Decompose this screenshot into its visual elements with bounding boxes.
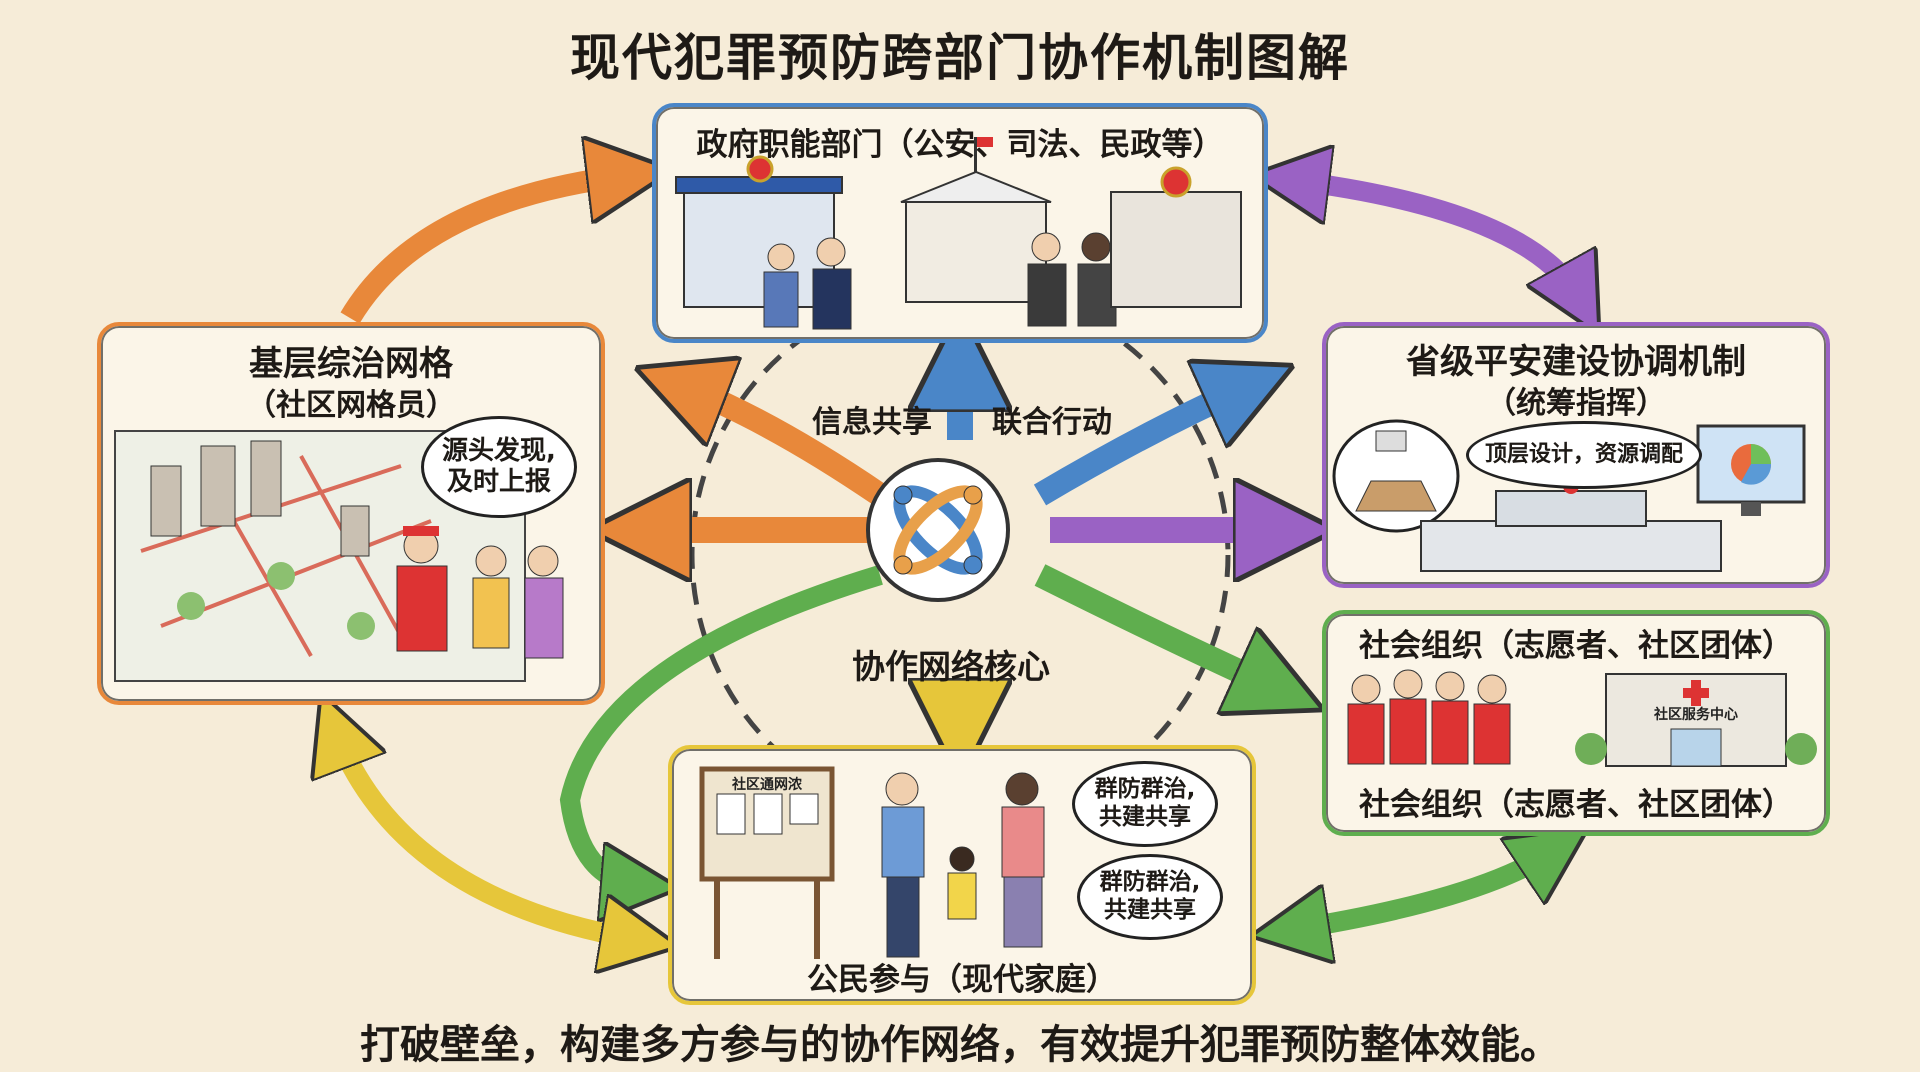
social-org-caption: 社会组织（志愿者、社区团体） xyxy=(1359,787,1793,823)
grid-worker-icon xyxy=(396,526,448,652)
bubble-line: 源头发现, xyxy=(442,435,556,466)
citizen-participation-panel: 社区通网浓 群防群治,共建共享 群防群治,共建共享 公民参与（现代家庭） xyxy=(668,745,1256,1005)
civil-officials-icon xyxy=(1027,232,1117,327)
social-org-title: 社会组织（志愿者、社区团体） xyxy=(1359,628,1793,664)
arrow-core-to-social-org xyxy=(1034,564,1280,690)
core-label: 协作网络核心 xyxy=(852,647,1050,686)
government-title: 政府职能部门（公安、司法、民政等） xyxy=(696,127,1224,163)
provincial-speech-bubble: 顶层设计，资源调配 xyxy=(1466,421,1702,489)
bubble-line: 群防群治, xyxy=(1094,776,1196,803)
government-building-icon xyxy=(1110,166,1242,308)
provincial-subtitle: （统筹指挥） xyxy=(1486,386,1666,421)
network-knot-icon xyxy=(893,485,983,575)
grassroots-grid-panel: 基层综治网格 （社区网格员） 源头发现,及时上报 xyxy=(97,322,605,705)
government-hall-icon xyxy=(1420,478,1722,572)
bubble-line: 共建共享 xyxy=(1099,804,1191,830)
court-building-icon xyxy=(900,137,1052,303)
footer-summary: 打破壁垒，构建多方参与的协作网络，有效提升犯罪预防整体效能。 xyxy=(360,1022,1560,1068)
collaboration-core-hub xyxy=(866,458,1010,602)
arrow-core-to-upper-right xyxy=(1033,385,1250,506)
citizens-speech-bubble-1: 群防群治,共建共享 xyxy=(1072,761,1218,847)
government-departments-panel: 政府职能部门（公安、司法、民政等） xyxy=(652,103,1268,343)
monitor-chart-icon xyxy=(1696,424,1806,516)
community-center-sign: 社区服务中心 xyxy=(1653,706,1738,723)
arrow-government-provincial xyxy=(1290,180,1580,300)
citizens-title: 公民参与（现代家庭） xyxy=(807,962,1117,998)
info-sharing-label: 信息共享 xyxy=(812,405,932,440)
bubble-line: 共建共享 xyxy=(1104,897,1196,923)
social-org-illustration: 社区服务中心 xyxy=(1347,669,1817,767)
meeting-room-icon xyxy=(1332,419,1460,533)
family-icon xyxy=(881,772,1045,958)
provincial-title: 省级平安建设协调机制 xyxy=(1406,342,1746,382)
notice-board-title: 社区通网浓 xyxy=(731,776,803,793)
grassroots-speech-bubble: 源头发现,及时上报 xyxy=(421,416,577,518)
grassroots-subtitle: （社区网格员） xyxy=(246,388,456,423)
social-organizations-panel: 社会组织（志愿者、社区团体） 社区服务中心 社会组织（志愿者、社区团体） xyxy=(1322,610,1830,836)
arrow-citizens-social-org xyxy=(1290,850,1555,930)
notice-board-icon xyxy=(699,766,835,959)
police-officers-icon xyxy=(763,237,852,330)
bubble-line: 及时上报 xyxy=(446,467,551,497)
grassroots-title: 基层综治网格 xyxy=(249,344,453,384)
citizens-speech-bubble-2: 群防群治,共建共享 xyxy=(1077,854,1223,940)
arrow-grassroots-to-government xyxy=(340,175,630,324)
arrow-core-to-upper-left xyxy=(680,385,887,505)
family-illustration: 社区通网浓 xyxy=(699,766,1045,959)
page-title: 现代犯罪预防跨部门协作机制图解 xyxy=(570,29,1350,87)
community-center-icon xyxy=(1575,673,1817,767)
bubble-line: 群防群治, xyxy=(1099,869,1201,896)
provincial-illustration xyxy=(1332,419,1806,572)
arrow-grassroots-citizens xyxy=(335,730,640,940)
volunteers-icon xyxy=(1347,669,1511,765)
provincial-coordination-panel: 省级平安建设协调机制 （统筹指挥） 顶层设计，资源调配 xyxy=(1322,322,1830,588)
joint-action-label: 联合行动 xyxy=(992,405,1112,440)
government-illustration xyxy=(675,137,1242,330)
residents-icon xyxy=(472,545,564,659)
police-station-icon xyxy=(675,155,843,308)
